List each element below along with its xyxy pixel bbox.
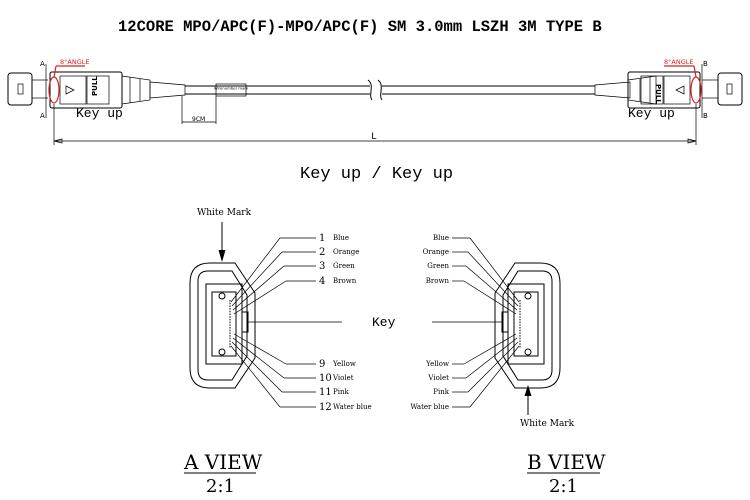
b-view-title: B VIEW [527, 450, 606, 474]
a-view-ferrule [205, 283, 243, 365]
a-view-outer-housing [189, 262, 256, 389]
b-view: Blue Orange Green Brown Yellow Violet Pi… [410, 234, 606, 497]
right-end-letter-top: B [703, 60, 708, 68]
b-view-ferrule [507, 283, 545, 365]
a-fiber-2-color: Orange [333, 248, 359, 256]
left-key-label: Key up [76, 106, 123, 121]
a-fiber-11-num: 11 [319, 387, 332, 398]
dim-9cm-label: 9CM [192, 116, 205, 123]
a-fiber-2-num: 2 [319, 247, 325, 258]
right-pull-label: PULL [654, 84, 662, 104]
b-view-scale: 2:1 [549, 476, 578, 497]
wire-number-mark [215, 83, 247, 97]
a-view-top-leaders [230, 237, 316, 315]
cable-break-symbol [367, 79, 383, 101]
a-view-bottom-labels: 9 Yellow 10 Violet 11 Pink 12 Water blue [319, 359, 372, 413]
right-connector: PULL [594, 71, 701, 109]
left-end-cap [7, 72, 33, 106]
a-view-bottom-leaders [230, 333, 316, 408]
a-view-key-label: Key [372, 315, 396, 330]
b-fiber-9-color: Yellow [425, 360, 449, 368]
b-fiber-1-color: Blue [433, 234, 449, 242]
cable-assembly: PULL 8°ANGLE A A Key up Wirenumber mark … [7, 58, 743, 145]
left-angle-label: 8°ANGLE [60, 58, 89, 66]
a-fiber-11-color: Pink [333, 388, 349, 396]
orientation-label: Key up / Key up [300, 165, 453, 184]
a-fiber-9-num: 9 [319, 359, 325, 370]
left-end-letter-bottom: A [40, 112, 45, 120]
b-fiber-11-color: Pink [433, 388, 449, 396]
a-view-scale: 2:1 [206, 476, 235, 497]
b-view-top-leaders [452, 237, 520, 315]
b-view-outer-housing [494, 262, 561, 389]
right-key-label: Key up [628, 106, 675, 121]
b-view-bottom-leaders [452, 333, 520, 408]
a-fiber-12-color: Water blue [333, 403, 372, 411]
a-fiber-9-color: Yellow [332, 360, 356, 368]
a-fiber-4-color: Brown [333, 277, 357, 285]
b-view-white-mark-label: White Mark [520, 419, 575, 429]
a-view-top-labels: 1 Blue 2 Orange 3 Green 4 Brown [319, 233, 359, 287]
a-fiber-10-color: Violet [332, 374, 354, 382]
left-pull-label: PULL [91, 76, 99, 96]
b-view-bottom-labels: Yellow Violet Pink Water blue [410, 360, 449, 411]
left-end-letter-top: A [40, 60, 45, 68]
a-fiber-3-num: 3 [319, 261, 325, 272]
b-fiber-4-color: Brown [426, 277, 450, 285]
a-fiber-12-num: 12 [319, 402, 332, 413]
a-view-title: A VIEW [183, 450, 263, 474]
wire-number-mark-label: Wirenumber mark [214, 86, 249, 91]
right-end-letter-bottom: B [703, 112, 708, 120]
length-label: L [371, 132, 377, 143]
b-fiber-3-color: Green [427, 262, 449, 270]
right-end-cap [717, 72, 743, 106]
b-view-top-labels: Blue Orange Green Brown [423, 234, 450, 285]
a-fiber-1-color: Blue [333, 234, 349, 242]
a-view-white-mark-label: White Mark [197, 208, 252, 218]
a-view: White Mark Key 1 Blue 2 [183, 208, 396, 497]
b-fiber-10-color: Violet [427, 374, 449, 382]
right-angle-label: 8°ANGLE [664, 58, 693, 66]
drawing-title: 12CORE MPO/APC(F)-MPO/APC(F) SM 3.0mm LS… [118, 18, 602, 36]
b-fiber-12-color: Water blue [410, 403, 449, 411]
b-fiber-2-color: Orange [423, 248, 449, 256]
a-fiber-10-num: 10 [319, 373, 332, 384]
a-fiber-4-num: 4 [319, 276, 325, 287]
left-connector: PULL [49, 71, 186, 109]
a-fiber-3-color: Green [333, 262, 355, 270]
a-fiber-1-num: 1 [319, 233, 325, 244]
